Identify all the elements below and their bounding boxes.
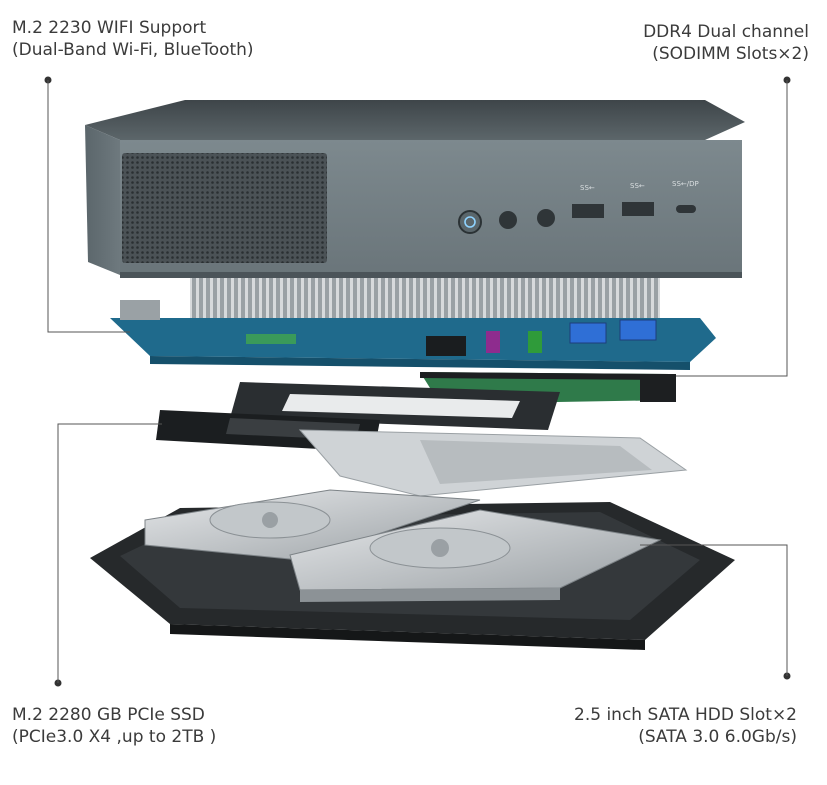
ssd-callout-title: M.2 2280 GB PCIe SSD: [12, 705, 205, 725]
chassis-bottom-edge: [120, 272, 742, 278]
metal-shield-plate: [298, 429, 688, 497]
ssd-callout-detail: (PCIe3.0 X4 ,up to 2TB ): [12, 727, 217, 747]
ddr4-callout-title: DDR4 Dual channel: [643, 22, 809, 42]
usb-port-icon: [569, 322, 607, 344]
wifi-callout-title: M.2 2230 WIFI Support: [12, 18, 207, 38]
hdd-right: [289, 509, 662, 602]
hdd-callout-detail: (SATA 3.0 6.0Gb/s): [638, 727, 797, 747]
port-label: SS←: [630, 182, 645, 190]
audio-jack-purple: [486, 331, 500, 353]
hdd-left: [144, 489, 481, 561]
wifi-callout: M.2 2230 WIFI Support (Dual-Band Wi-Fi, …: [12, 17, 254, 61]
usb-port-icon: [622, 202, 654, 216]
hdd-callout: 2.5 inch SATA HDD Slot×2 (SATA 3.0 6.0Gb…: [574, 704, 797, 748]
audio-jack-icon: [499, 211, 517, 229]
usb-c-port-icon: [676, 205, 696, 213]
ssd-callout: M.2 2280 GB PCIe SSD (PCIe3.0 X4 ,up to …: [12, 704, 216, 748]
usb-port-icon: [619, 319, 657, 341]
chassis-left-side: [85, 125, 120, 275]
motherboard: [110, 300, 716, 370]
hdd-callout-title: 2.5 inch SATA HDD Slot×2: [574, 705, 797, 725]
audio-jack-green: [528, 331, 542, 353]
ddr4-callout-detail: (SODIMM Slots×2): [652, 44, 809, 64]
usb-port-icon: [572, 204, 604, 218]
port-label: SS←: [580, 184, 595, 192]
ddr4-callout: DDR4 Dual channel (SODIMM Slots×2): [643, 21, 809, 65]
chassis: SS← SS← SS←/DP: [85, 100, 745, 278]
callout-leader-lines: [44, 76, 791, 687]
port-label: SS←/DP: [672, 180, 699, 188]
power-button-icon: [458, 210, 482, 234]
chassis-top: [85, 100, 745, 140]
headphone-jack-icon: [537, 209, 555, 227]
front-vent-grille: [122, 153, 327, 263]
wifi-callout-detail: (Dual-Band Wi-Fi, BlueTooth): [12, 40, 254, 60]
